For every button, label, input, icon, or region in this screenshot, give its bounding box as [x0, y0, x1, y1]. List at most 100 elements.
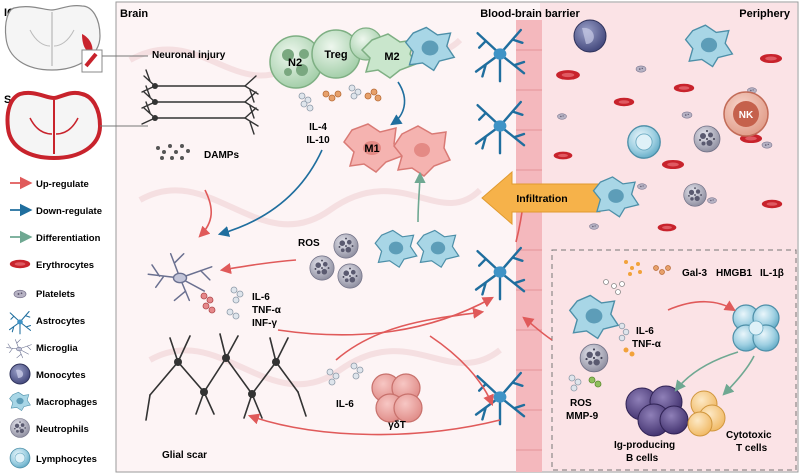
platelet-icon	[13, 289, 27, 299]
lymphocyte-icon	[9, 447, 31, 469]
brain-title: Brain	[120, 8, 148, 20]
m1-macrophage-cell: M1	[343, 123, 452, 177]
gdt-label: γδT	[388, 420, 406, 431]
legend-label: Erythrocytes	[36, 260, 94, 271]
legend-label: Platelets	[36, 289, 75, 300]
n2-label: N2	[288, 57, 302, 69]
erythrocyte-icon	[9, 259, 31, 269]
sah-brain-icon	[5, 90, 103, 161]
up-arrow-cytokines-lymphocytes	[667, 300, 736, 312]
legend-label: Neutrophils	[36, 424, 89, 435]
legend-item-microglia: Microglia	[6, 339, 78, 359]
down-arrow-m2-m1	[390, 81, 406, 126]
diff-arrow-macro-m1	[414, 171, 426, 223]
microglia-icon	[6, 339, 32, 359]
ros-periphery-label: ROS	[570, 398, 592, 409]
ros-mmp9-molecules-icon	[568, 374, 602, 392]
periphery-title: Periphery	[739, 8, 791, 20]
up-arrow-ros-microglia	[219, 259, 297, 275]
il10-label: IL-10	[306, 135, 330, 146]
macrophage-icon	[9, 391, 31, 411]
legend-item-down-regulate: Down-regulate	[10, 203, 102, 217]
blood-brain-barrier	[474, 20, 542, 472]
il1b-label: IL-1β	[760, 268, 784, 279]
diff-arrow-to-t-cells	[722, 355, 755, 396]
glial-scar-label: Glial scar	[162, 450, 207, 461]
m1-label: M1	[364, 143, 379, 155]
ich-brain-icon	[4, 4, 103, 73]
m2-macrophage-cell: M2	[349, 26, 455, 79]
legend-label: Macrophages	[36, 397, 97, 408]
treg-cell: Treg	[311, 29, 361, 79]
legend-item-lymphocytes: Lymphocytes	[9, 447, 97, 469]
legend-label: Up-regulate	[36, 179, 89, 190]
gdt-cell-cluster: γδT	[371, 373, 423, 431]
periphery-neutrophil	[683, 183, 707, 207]
nk-label: NK	[739, 110, 754, 121]
il6-periphery-label: IL-6	[636, 326, 654, 337]
legend-item-up-regulate: Up-regulate	[10, 176, 89, 190]
legend-item-differentiation: Differentiation	[10, 230, 101, 244]
tnfa-label: TNF-α	[252, 305, 282, 316]
legend-label: Down-regulate	[36, 206, 102, 217]
m2-label: M2	[384, 51, 399, 63]
legend-label: Monocytes	[36, 370, 86, 381]
neuronal-injury-label: Neuronal injury	[152, 50, 226, 61]
nk-cell: NK	[723, 91, 769, 137]
il4-label: IL-4	[309, 122, 327, 133]
legend-item-astrocytes: Astrocytes	[8, 310, 85, 335]
diff-arrow-to-b-cells	[674, 351, 739, 392]
lymphocyte-cluster	[732, 304, 780, 352]
box-neutrophil	[579, 343, 609, 373]
legend: Up-regulate Down-regulate Differentiatio…	[6, 176, 102, 469]
legend-item-platelets: Platelets	[13, 289, 75, 300]
periphery-lymphocyte	[627, 125, 661, 159]
systemic-immune-box	[551, 249, 797, 471]
infiltration-label: Infiltration	[516, 193, 567, 205]
legend-item-erythrocytes: Erythrocytes	[9, 259, 94, 271]
up-arrow-damps-microglia	[198, 189, 212, 238]
legend-label: Differentiation	[36, 233, 101, 244]
infg-label: INF-γ	[252, 318, 277, 329]
ros-label: ROS	[298, 238, 320, 249]
t-cells-label-line2: T cells	[736, 443, 768, 454]
legend-label: Microglia	[36, 343, 78, 354]
cytokine-cluster-icon	[618, 322, 635, 357]
down-arrow-il10-microglia	[217, 149, 323, 237]
legend-label: Astrocytes	[36, 316, 85, 327]
tnfa-periphery-label: TNF-α	[632, 339, 662, 350]
t-cell-cluster	[687, 390, 726, 437]
mmp9-label: MMP-9	[566, 411, 599, 422]
b-cells-label-line2: B cells	[626, 453, 659, 464]
up-arrow-cytokines-astrocyte	[277, 296, 494, 336]
cytokine-cluster-icon	[326, 362, 364, 386]
gal3-label: Gal-3	[682, 268, 707, 279]
damps-label: DAMPs	[204, 150, 239, 161]
bbb-title: Blood-brain barrier	[480, 8, 580, 20]
hmgb1-label: HMGB1	[716, 268, 753, 279]
damps-dots-icon	[156, 144, 190, 160]
up-arrow-to-bbb-astrocyte	[429, 335, 494, 407]
treg-label: Treg	[324, 49, 347, 61]
up-arrow-astrocyte-glial-scar	[247, 413, 501, 436]
neutrophil-icon	[10, 418, 30, 438]
legend-item-macrophages: Macrophages	[9, 391, 97, 411]
b-cell-cluster	[625, 385, 689, 437]
t-cells-label-line1: Cytotoxic	[726, 430, 772, 441]
legend-item-neutrophils: Neutrophils	[10, 418, 89, 438]
left-panel: ICH SAH	[4, 4, 148, 161]
legend-label: Lymphocytes	[36, 454, 97, 465]
infiltration-arrow: Infiltration	[481, 170, 601, 226]
up-arrow-il6-astrocyte	[335, 307, 485, 361]
n2-neutrophil-cell: N2	[269, 35, 323, 89]
periphery-neutrophil	[693, 125, 721, 153]
cytokine-cluster-icon	[200, 286, 244, 320]
dangers-signals-icon	[603, 260, 671, 295]
il6-lower-label: IL-6	[336, 399, 354, 410]
periphery-monocyte	[573, 19, 607, 53]
legend-item-monocytes: Monocytes	[9, 363, 86, 385]
astrocyte-icon	[8, 310, 32, 335]
up-arrow-periphery-bbb	[522, 316, 553, 341]
b-cells-label-line1: Ig-producing	[614, 440, 675, 451]
